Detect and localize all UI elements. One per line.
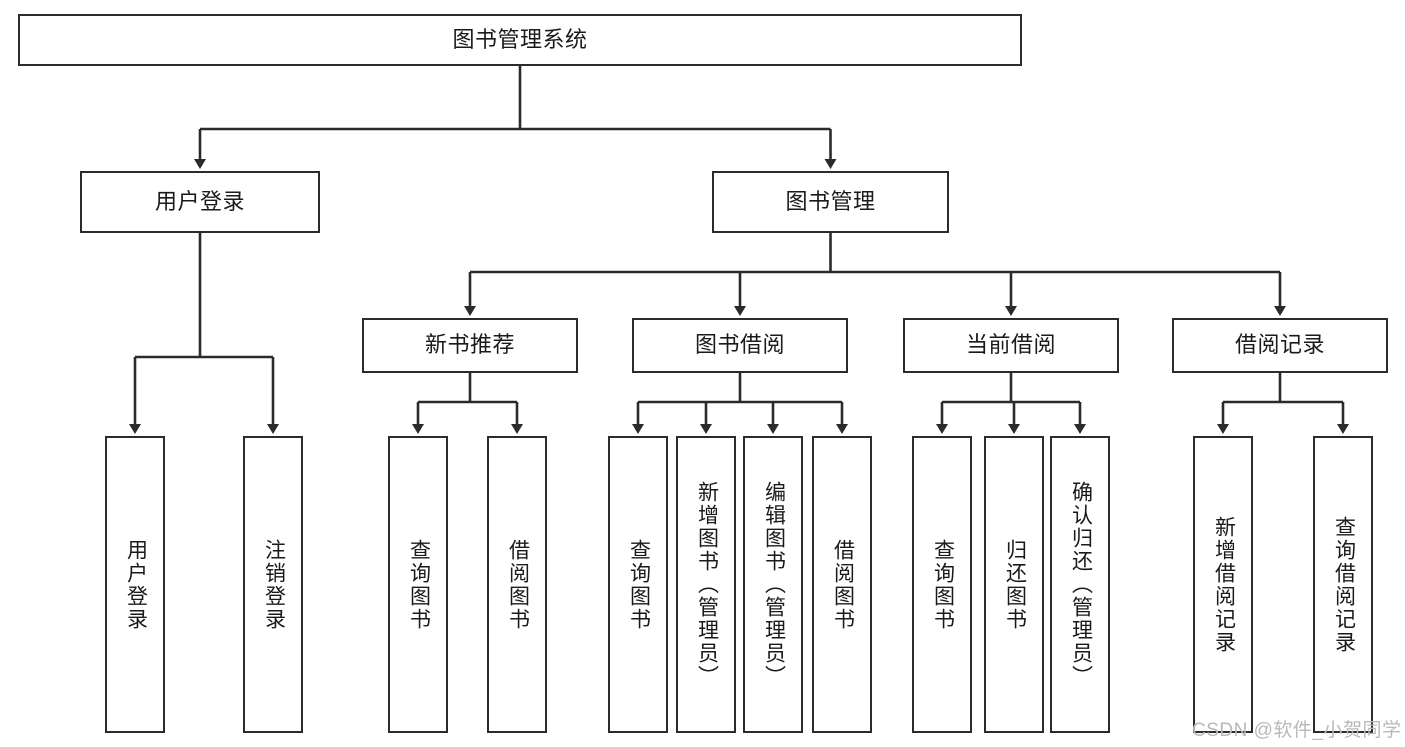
- node-label: 新增图书（管理员）: [695, 481, 719, 688]
- edge-bus-borrow-record: [1223, 373, 1343, 404]
- node-label: 查询图书: [931, 538, 955, 631]
- edge-bus-root: [200, 66, 831, 131]
- node-label: 确认归还（管理员）: [1069, 481, 1093, 688]
- node-leaf-query-book-1[interactable]: 查询图书: [388, 436, 448, 733]
- node-leaf-confirm-return[interactable]: 确认归还（管理员）: [1050, 436, 1110, 733]
- node-label: 借阅记录: [1234, 332, 1325, 358]
- edge-bus-current-borrow: [942, 373, 1080, 404]
- edge-bus-book-manage: [470, 233, 1280, 274]
- node-leaf-add-book[interactable]: 新增图书（管理员）: [676, 436, 736, 733]
- edge-bus-user-login: [135, 233, 273, 359]
- node-label: 当前借阅: [965, 332, 1056, 358]
- node-label: 编辑图书（管理员）: [762, 481, 786, 688]
- node-label: 用户登录: [154, 188, 245, 214]
- node-new-book-rec[interactable]: 新书推荐: [362, 318, 578, 373]
- csdn-watermark: CSDN @软件_小贺同学: [1192, 720, 1402, 741]
- edge-bus-new-book-rec: [418, 373, 517, 404]
- node-book-manage[interactable]: 图书管理: [712, 171, 949, 233]
- node-label: 用户登录: [124, 538, 148, 631]
- node-leaf-user-login[interactable]: 用户登录: [105, 436, 165, 733]
- node-label: 图书管理系统: [452, 26, 588, 52]
- node-leaf-user-logout[interactable]: 注销登录: [243, 436, 303, 733]
- node-label: 查询图书: [627, 538, 651, 631]
- node-user-login[interactable]: 用户登录: [80, 171, 320, 233]
- node-leaf-borrow-book-2[interactable]: 借阅图书: [812, 436, 872, 733]
- node-label: 借阅图书: [506, 538, 530, 631]
- node-label: 注销登录: [262, 538, 286, 631]
- node-label: 查询图书: [407, 538, 431, 631]
- node-leaf-query-book-2[interactable]: 查询图书: [608, 436, 668, 733]
- node-label: 新增借阅记录: [1212, 515, 1236, 654]
- node-leaf-borrow-book-1[interactable]: 借阅图书: [487, 436, 547, 733]
- node-leaf-query-record[interactable]: 查询借阅记录: [1313, 436, 1373, 733]
- node-leaf-edit-book[interactable]: 编辑图书（管理员）: [743, 436, 803, 733]
- node-label: 新书推荐: [424, 332, 515, 358]
- node-root[interactable]: 图书管理系统: [18, 14, 1022, 66]
- node-current-borrow[interactable]: 当前借阅: [903, 318, 1119, 373]
- edge-bus-book-borrow: [638, 373, 842, 404]
- node-label: 借阅图书: [831, 538, 855, 631]
- node-book-borrow[interactable]: 图书借阅: [632, 318, 848, 373]
- node-leaf-add-record[interactable]: 新增借阅记录: [1193, 436, 1253, 733]
- node-leaf-query-book-3[interactable]: 查询图书: [912, 436, 972, 733]
- node-leaf-return-book[interactable]: 归还图书: [984, 436, 1044, 733]
- node-label: 图书借阅: [694, 332, 785, 358]
- node-label: 查询借阅记录: [1332, 515, 1356, 654]
- node-label: 图书管理: [785, 188, 876, 214]
- node-borrow-record[interactable]: 借阅记录: [1172, 318, 1388, 373]
- node-label: 归还图书: [1003, 538, 1027, 631]
